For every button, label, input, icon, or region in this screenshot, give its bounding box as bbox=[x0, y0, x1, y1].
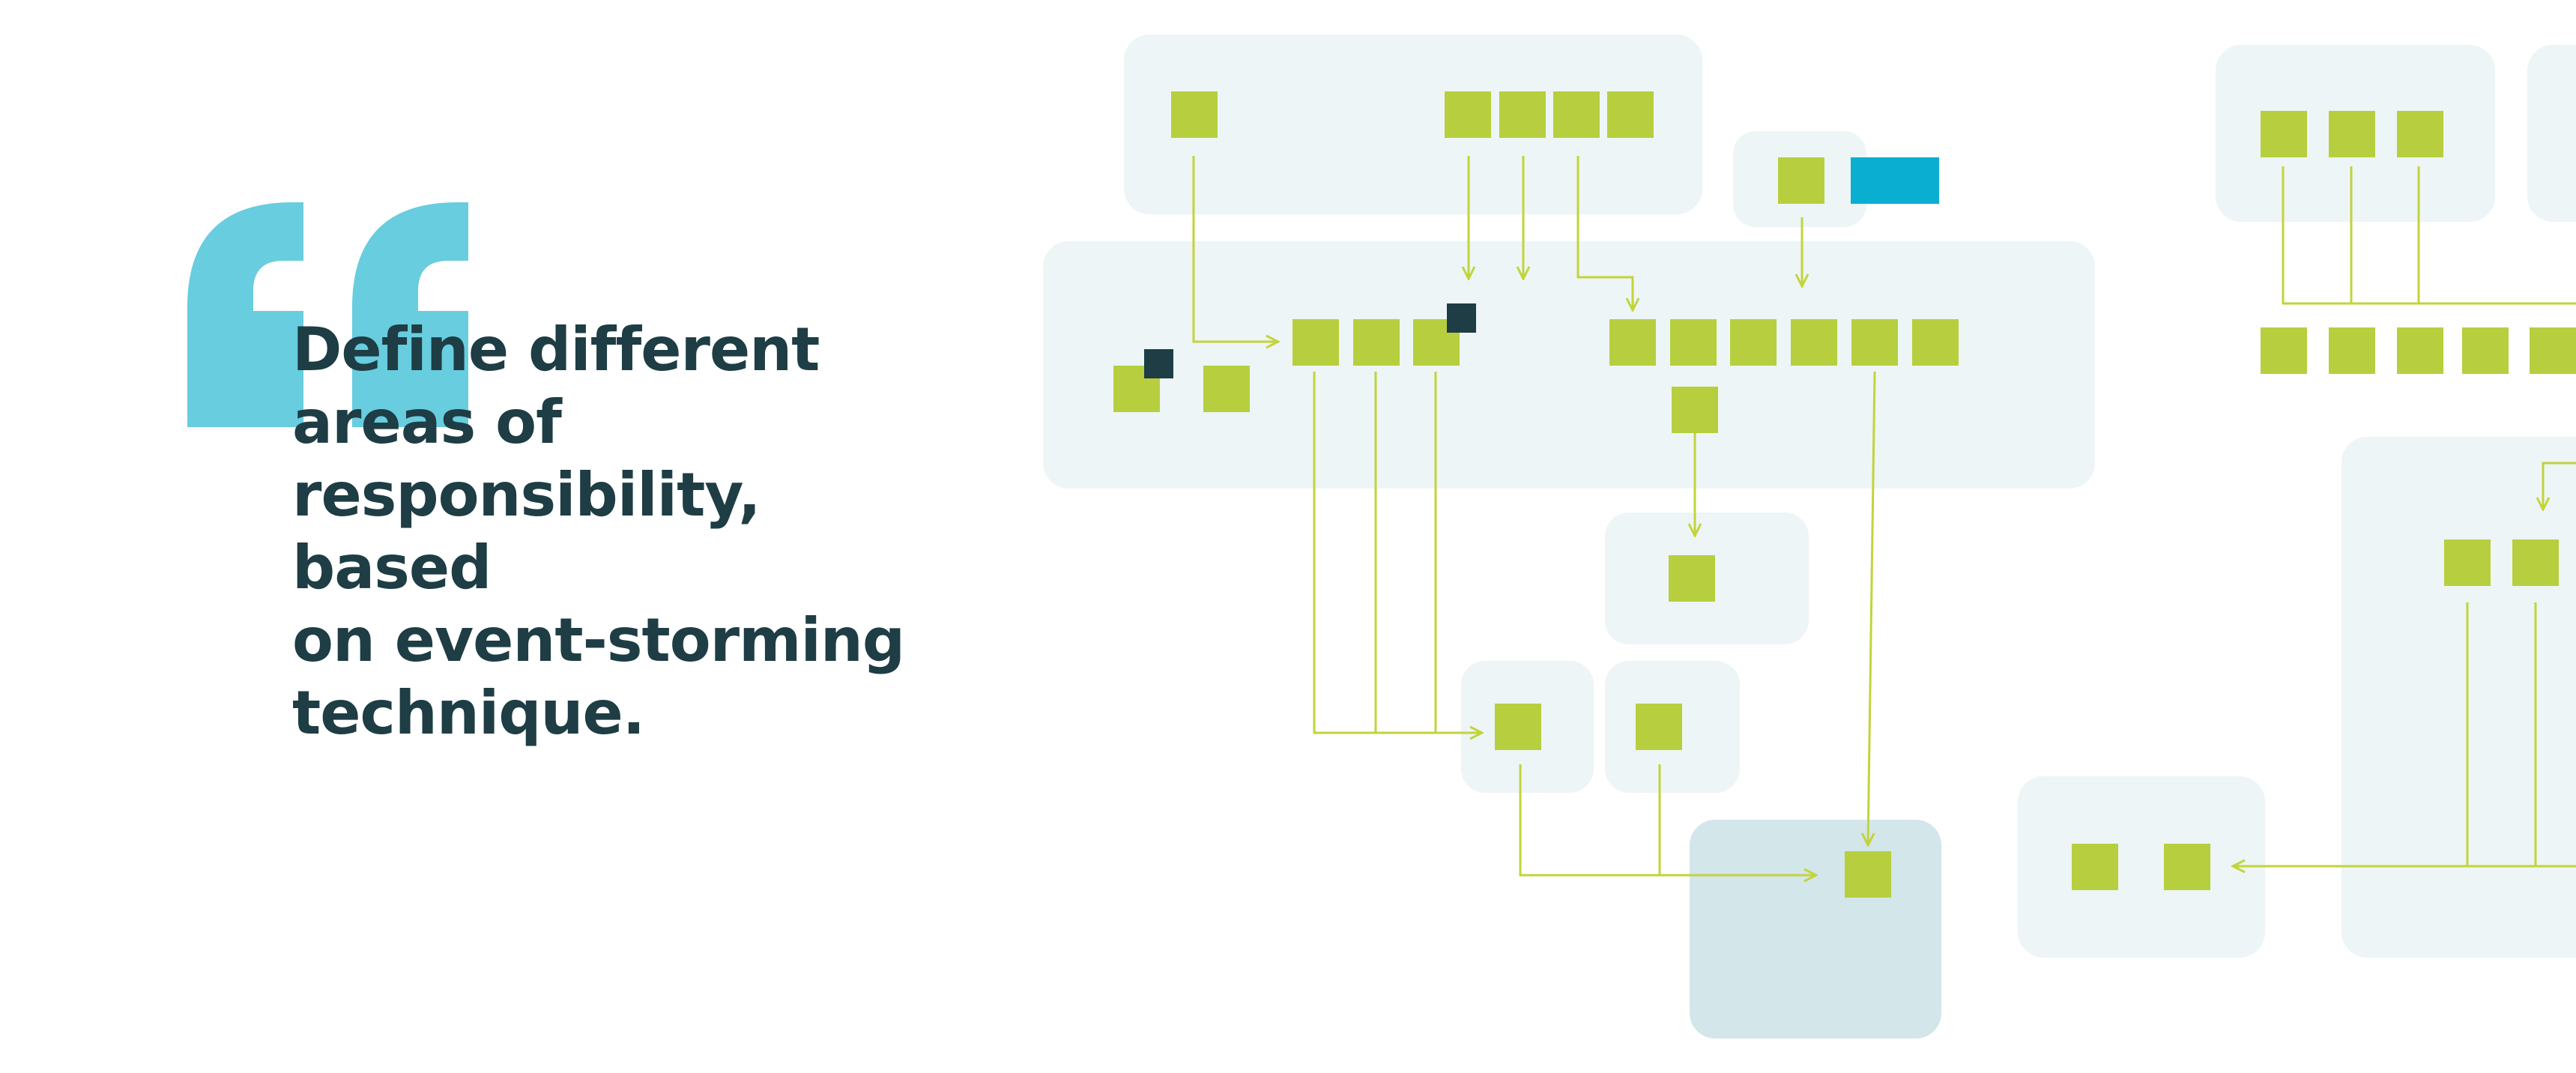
event-sticky-note bbox=[1203, 366, 1250, 412]
quote-text: Define different areas of responsibility… bbox=[292, 313, 967, 749]
connector bbox=[1868, 371, 1876, 845]
event-sticky-note bbox=[2329, 327, 2375, 374]
event-sticky-note bbox=[1553, 91, 1600, 138]
dark-square-marker bbox=[1144, 349, 1173, 378]
event-sticky-note bbox=[2072, 844, 2118, 890]
event-sticky-note bbox=[1171, 91, 1218, 138]
connector bbox=[1192, 156, 1278, 342]
event-sticky-note bbox=[2261, 327, 2307, 374]
event-sticky-note bbox=[2164, 844, 2210, 890]
quote-line: technique. bbox=[292, 678, 645, 748]
connector bbox=[1519, 764, 1816, 875]
event-sticky-note bbox=[2444, 539, 2491, 586]
event-sticky-note bbox=[1607, 91, 1654, 138]
connector bbox=[2543, 462, 2576, 510]
event-sticky-note bbox=[2261, 111, 2307, 157]
area-lower-right bbox=[2018, 776, 2265, 958]
dark-square-marker bbox=[1447, 303, 1476, 333]
event-sticky-note bbox=[1730, 319, 1777, 366]
event-sticky-note bbox=[1669, 555, 1715, 602]
connector bbox=[1576, 156, 1633, 310]
event-sticky-note bbox=[1636, 704, 1682, 750]
event-sticky-note bbox=[1499, 91, 1546, 138]
area-right-top-edge bbox=[2527, 45, 2576, 222]
quote-line: responsibility, based bbox=[292, 460, 761, 602]
quote-line: on event-storming bbox=[292, 605, 905, 675]
event-sticky-note bbox=[1851, 319, 1898, 366]
event-sticky-note bbox=[2397, 111, 2443, 157]
event-sticky-note bbox=[2512, 539, 2559, 586]
blue-rectangle-marker bbox=[1851, 157, 1939, 204]
area-top bbox=[1124, 34, 1702, 214]
quote-left-mark bbox=[187, 202, 303, 427]
connector bbox=[2282, 166, 2576, 305]
open-quote-icon bbox=[187, 202, 468, 427]
event-sticky-note bbox=[1292, 319, 1339, 366]
event-sticky-note bbox=[1791, 319, 1837, 366]
event-sticky-note bbox=[2397, 327, 2443, 374]
event-sticky-note bbox=[1353, 319, 1400, 366]
event-sticky-note bbox=[1778, 157, 1824, 204]
events-layer bbox=[1113, 91, 2576, 898]
quote-right-mark bbox=[352, 202, 468, 427]
event-sticky-note bbox=[1672, 387, 1718, 433]
quote-line: Define different bbox=[292, 315, 820, 384]
event-sticky-note bbox=[2530, 327, 2576, 374]
markers-layer bbox=[1144, 303, 1476, 378]
area-main bbox=[1043, 241, 2095, 489]
area-highlighted bbox=[1690, 820, 1941, 1039]
event-sticky-note bbox=[1445, 91, 1491, 138]
area-right-large bbox=[2341, 437, 2576, 958]
event-sticky-note bbox=[1670, 319, 1717, 366]
connectors-layer bbox=[1192, 156, 2576, 875]
event-sticky-note bbox=[1845, 851, 1891, 898]
event-sticky-note bbox=[1495, 704, 1541, 750]
event-sticky-note bbox=[2462, 327, 2509, 374]
event-sticky-note bbox=[2329, 111, 2375, 157]
event-sticky-note bbox=[1912, 319, 1959, 366]
connector bbox=[1313, 372, 1482, 733]
event-sticky-note bbox=[1609, 319, 1656, 366]
quote-line: areas of bbox=[292, 387, 562, 457]
